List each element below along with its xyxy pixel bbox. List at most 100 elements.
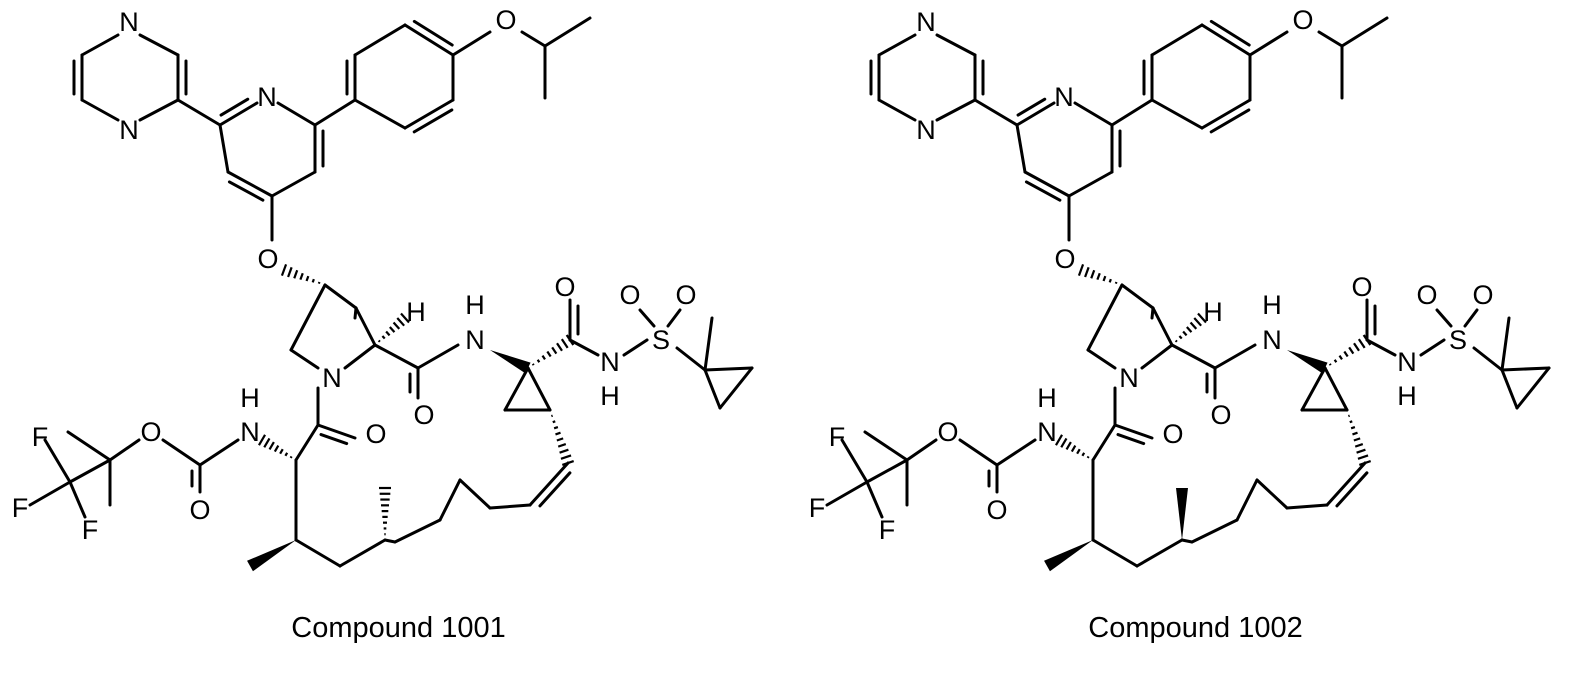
atom-n-amide-h: H — [465, 290, 485, 320]
bond-line — [624, 340, 647, 355]
bond-line — [640, 310, 654, 326]
bond-line — [163, 440, 200, 465]
bond-line — [1112, 100, 1152, 125]
bond-line — [1153, 308, 1172, 345]
bond-line — [1325, 368, 1347, 410]
compound-1002-panel: NNNOONHONHONHSOOONHOOFFF — [797, 0, 1594, 600]
bond-line — [453, 32, 490, 55]
bond-line — [272, 172, 315, 196]
atom-n-sulf-h: H — [600, 381, 620, 411]
bond-line — [296, 425, 318, 460]
bond-line — [997, 440, 1035, 465]
bond-line — [140, 35, 178, 55]
compound-1002-structure: NNNOONHONHONHSOOONHOOFFF — [797, 0, 1594, 600]
bond-line — [879, 100, 915, 120]
atom-n-carb-h: H — [1037, 383, 1057, 413]
nh-hashed-bond — [1056, 435, 1089, 458]
bond-line — [1437, 310, 1451, 326]
cp2-hashed-bond — [1348, 416, 1370, 465]
atom-n-py: N — [257, 82, 277, 112]
bond-line — [1302, 368, 1325, 410]
bond-inner-line — [229, 182, 262, 200]
cp-hashed-bond — [1330, 335, 1370, 365]
bond-line — [1502, 370, 1517, 408]
bond-line — [110, 440, 139, 460]
bond-line — [505, 368, 528, 410]
compound-1001-caption: Compound 1001 — [0, 612, 797, 645]
atom-o-ipr: O — [1292, 5, 1313, 35]
atom-n-pz1: N — [916, 7, 936, 37]
bond-line — [1215, 345, 1255, 368]
n-wedge-bond — [1287, 350, 1328, 373]
bond-line — [340, 540, 385, 566]
bond-line — [140, 100, 178, 120]
bond-line — [570, 340, 598, 355]
bond-line — [385, 540, 395, 542]
methyl-hashed-bond — [379, 488, 391, 534]
methyl-wedge-bond — [247, 540, 296, 571]
atom-s: S — [652, 325, 670, 355]
bond-line — [1088, 285, 1122, 350]
atom-f2: F — [12, 493, 29, 523]
atom-o-amide2: O — [554, 272, 575, 302]
bond-line — [720, 368, 752, 408]
atom-h-a: H — [1203, 297, 1223, 327]
cp2-hashed-bond — [551, 416, 573, 465]
atom-n-carb-h: H — [240, 383, 260, 413]
bond-line — [907, 440, 936, 460]
bond-line — [200, 440, 238, 465]
h-hashed-bond — [1176, 314, 1206, 342]
bond-line — [1093, 425, 1115, 460]
bond-inner-line — [221, 99, 248, 115]
bond-line — [1075, 103, 1112, 125]
bond-line — [1017, 125, 1025, 172]
atom-n-py: N — [1054, 82, 1074, 112]
bond-line — [705, 370, 720, 408]
bond-line — [296, 540, 340, 566]
bond-line — [1465, 310, 1477, 326]
bond-line — [68, 432, 110, 460]
atom-f1: F — [829, 422, 846, 452]
bond-line — [705, 368, 752, 370]
atom-f3: F — [879, 515, 896, 545]
bond-line — [1257, 480, 1287, 508]
bond-line — [291, 285, 325, 350]
bond-line — [460, 480, 490, 508]
atom-o-s2: O — [1472, 280, 1493, 310]
bond-inner-line — [1026, 182, 1059, 200]
atom-o-carb1: O — [937, 417, 958, 447]
bond-line — [70, 482, 85, 517]
bond-line — [1327, 463, 1365, 505]
bond-line — [1093, 540, 1137, 566]
bond-line — [879, 35, 915, 55]
bond-line — [355, 25, 405, 55]
atom-n-amide-n: N — [1262, 325, 1282, 355]
bond-line — [842, 440, 867, 482]
bond-line — [528, 368, 550, 410]
methyl-wedge-bond-2 — [1176, 488, 1188, 540]
bond-line — [1319, 32, 1342, 46]
bond-line — [1182, 540, 1192, 542]
bond-inner-line — [1118, 435, 1144, 444]
bond-line — [1122, 285, 1153, 308]
bond-inner-line — [1018, 99, 1045, 115]
bond-line — [1152, 25, 1202, 55]
bond-line — [490, 505, 530, 508]
bond-line — [1517, 368, 1549, 408]
bond-line — [1142, 345, 1172, 368]
atom-o-amide1: O — [413, 400, 434, 430]
bond-line — [677, 348, 705, 370]
methyl-wedge-bond — [1044, 540, 1093, 571]
atom-n-pz2: N — [916, 115, 936, 145]
bond-line — [291, 350, 318, 368]
atom-f2: F — [809, 493, 826, 523]
bond-line — [1192, 520, 1237, 542]
bond-line — [937, 100, 975, 120]
bond-line — [705, 318, 712, 370]
bond-line — [1421, 340, 1444, 355]
atom-o-carb2: O — [986, 495, 1007, 525]
atom-n-pro: N — [322, 363, 342, 393]
atom-n-amide-h: H — [1262, 290, 1282, 320]
atom-n-sulf: N — [1397, 347, 1417, 377]
bond-line — [530, 463, 568, 505]
